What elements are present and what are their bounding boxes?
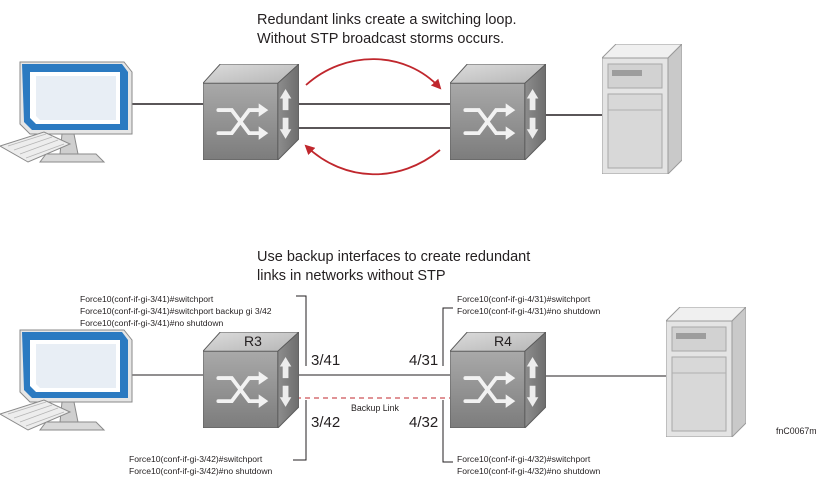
cli-line: Force10(conf-if-gi-4/31)#no shutdown <box>457 306 601 316</box>
cli-line: Force10(conf-if-gi-4/32)#no shutdown <box>457 466 601 476</box>
leader-line-3-42 <box>293 400 307 461</box>
top-caption-line2: Without STP broadcast storms occurs. <box>257 31 504 47</box>
leader-line-3-41 <box>296 295 307 366</box>
r3-port-backup: 3/42 <box>311 414 340 431</box>
cli-line: Force10(conf-if-gi-3/42)#no shutdown <box>129 466 273 476</box>
cli-line: Force10(conf-if-gi-3/42)#switchport <box>129 454 263 464</box>
r4-label: R4 <box>494 333 512 349</box>
cli-line: Force10(conf-if-gi-4/32)#switchport <box>457 454 591 464</box>
bottom-caption-line1: Use backup interfaces to create redundan… <box>257 249 530 265</box>
top-caption-line1: Redundant links create a switching loop. <box>257 12 517 28</box>
r4-port-primary: 4/31 <box>409 352 438 369</box>
network-switch-icon <box>203 64 299 160</box>
desktop-computer-icon <box>0 61 133 163</box>
loop-arrow-upper <box>305 58 442 90</box>
cli-line: Force10(conf-if-gi-3/41)#switchport <box>80 294 214 304</box>
bottom-caption-line2: links in networks without STP <box>257 268 446 284</box>
r3-config-primary: Force10(conf-if-gi-3/41)#switchport Forc… <box>80 294 272 328</box>
cli-line: Force10(conf-if-gi-4/31)#switchport <box>457 294 591 304</box>
loop-arrow-lower <box>304 144 441 176</box>
r3-port-primary: 3/41 <box>311 352 340 369</box>
cli-line: Force10(conf-if-gi-3/41)#no shutdown <box>80 318 224 328</box>
r4-config-backup: Force10(conf-if-gi-4/32)#switchport Forc… <box>457 454 601 476</box>
network-switch-icon <box>450 64 546 160</box>
server-tower-icon <box>666 307 746 437</box>
backup-link-label: Backup Link <box>351 403 400 413</box>
cli-line: Force10(conf-if-gi-3/41)#switchport back… <box>80 306 272 316</box>
leader-line-4-31 <box>442 307 453 366</box>
desktop-computer-icon <box>0 329 133 431</box>
r3-label: R3 <box>244 333 262 349</box>
r3-config-backup: Force10(conf-if-gi-3/42)#switchport Forc… <box>129 454 273 476</box>
leader-line-4-32 <box>442 400 453 463</box>
server-tower-icon <box>602 44 682 174</box>
r4-config-primary: Force10(conf-if-gi-4/31)#switchport Forc… <box>457 294 601 316</box>
figure-id: fnC0067m <box>776 426 817 436</box>
r4-port-backup: 4/32 <box>409 414 438 431</box>
